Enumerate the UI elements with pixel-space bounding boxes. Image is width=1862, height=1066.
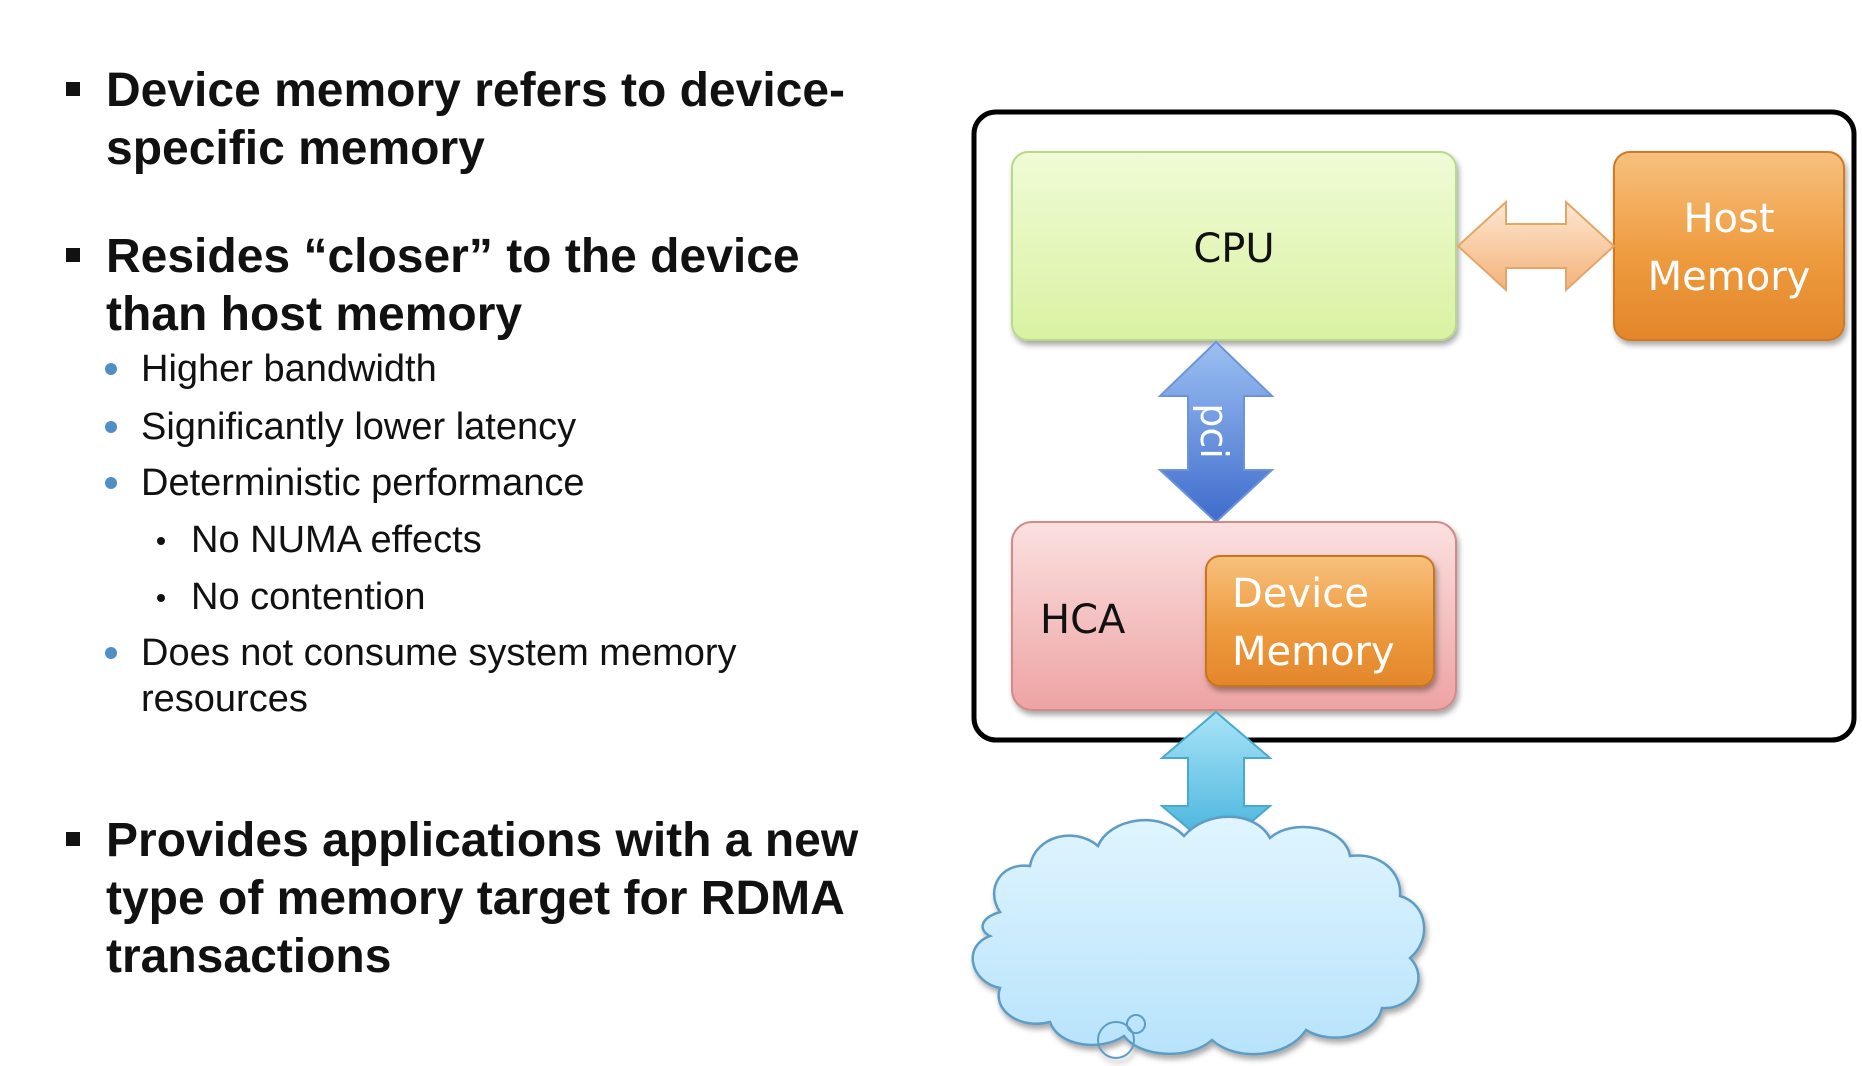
round-bullet-icon [105,647,117,659]
bullet-text: Resides “closer” to the device [106,230,800,283]
pci-arrow: pci [1157,340,1275,524]
bullet-device-memory: Device memory refers to device- specific… [60,62,960,178]
round-bullet-icon [105,363,117,375]
sub-sub-bullet-text: No NUMA effects [191,519,482,561]
host-memory-label-line1: Host [1683,196,1774,242]
sub-bullet-higher-bandwidth: Higher bandwidth [105,346,905,392]
pci-label: pci [1192,403,1236,459]
bullet-text: than host memory [106,288,523,341]
cpu-box: CPU [1011,151,1457,341]
sub-bullet-lower-latency: Significantly lower latency [105,404,905,450]
dot-bullet-icon [157,537,165,545]
bullet-text: Device memory refers to device- [106,64,846,117]
device-memory-label-line2: Memory [1232,629,1395,675]
hca-label: HCA [1040,597,1126,643]
device-memory-box: Device Memory [1205,555,1435,687]
bullet-text: type of memory target for RDMA [106,872,845,925]
square-bullet-icon [66,832,80,846]
sub-bullet-text: Higher bandwidth [141,348,437,390]
bullet-provides-applications: Provides applications with a new type of… [60,812,960,986]
sub-sub-bullet-numa: No NUMA effects [155,517,482,563]
network-cloud-icon [971,815,1426,1059]
square-bullet-icon [66,82,80,96]
square-bullet-icon [66,248,80,262]
cpu-label: CPU [1193,226,1274,272]
round-bullet-icon [105,421,117,433]
sub-sub-bullet-text: No contention [191,576,426,618]
sub-bullet-text: Significantly lower latency [141,406,577,448]
sub-bullet-text: Deterministic performance [141,462,585,504]
host-memory-label-line2: Memory [1648,254,1811,300]
cpu-host-memory-arrow-icon [1456,199,1616,293]
device-memory-label-line1: Device [1232,571,1369,617]
sub-bullet-text: resources [141,678,308,720]
host-memory-box: Host Memory [1613,151,1845,341]
bullet-resides-closer: Resides “closer” to the device than host… [60,228,960,344]
bullet-text: transactions [106,930,392,983]
round-bullet-icon [105,477,117,489]
sub-sub-bullet-contention: No contention [155,574,426,620]
bullet-text: Provides applications with a new [106,814,859,867]
dot-bullet-icon [157,594,165,602]
sub-bullet-deterministic: Deterministic performance [105,460,905,506]
sub-bullet-text: Does not consume system memory [141,632,737,674]
bullet-text: specific memory [106,122,485,175]
sub-bullet-no-consume: Does not consume system memory resources [105,630,905,722]
